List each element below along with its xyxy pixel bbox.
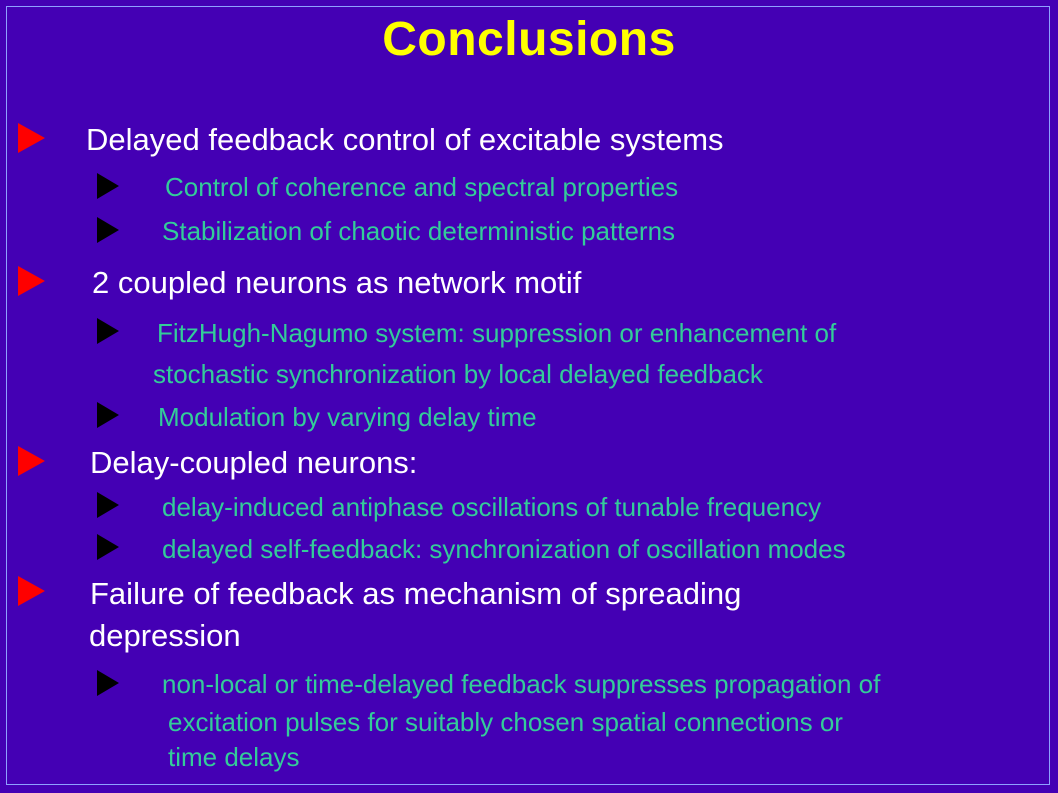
- section-2-item-2: Modulation by varying delay time: [158, 402, 537, 432]
- section-2-heading: 2 coupled neurons as network motif: [92, 265, 582, 300]
- section-1-heading: Delayed feedback control of excitable sy…: [86, 122, 724, 157]
- sub-bullet-arrow-icon: [97, 318, 119, 344]
- bullet-arrow-icon: [18, 266, 45, 296]
- section-4-heading-line-2: depression: [89, 618, 241, 653]
- section-4-item-1-line-3: time delays: [168, 742, 300, 772]
- slide-title: Conclusions: [382, 13, 676, 66]
- section-3-item-2: delayed self-feedback: synchronization o…: [162, 534, 846, 564]
- sub-bullet-arrow-icon: [97, 173, 119, 199]
- section-4-item-1-line-1: non-local or time-delayed feedback suppr…: [162, 669, 881, 699]
- sub-bullet-arrow-icon: [97, 670, 119, 696]
- sub-bullet-arrow-icon: [97, 402, 119, 428]
- sub-bullet-arrow-icon: [97, 217, 119, 243]
- section-2-item-1-line-1: FitzHugh-Nagumo system: suppression or e…: [157, 318, 837, 348]
- bullet-arrow-icon: [18, 576, 45, 606]
- section-4-heading-line-1: Failure of feedback as mechanism of spre…: [90, 576, 742, 611]
- sub-bullet-arrow-icon: [97, 534, 119, 560]
- section-3-item-1: delay-induced antiphase oscillations of …: [162, 492, 822, 522]
- bullet-arrow-icon: [18, 446, 45, 476]
- section-4-item-1-line-2: excitation pulses for suitably chosen sp…: [168, 707, 843, 737]
- section-2-item-1-line-2: stochastic synchronization by local dela…: [153, 359, 763, 389]
- slide-frame: [6, 6, 1050, 785]
- sub-bullet-arrow-icon: [97, 492, 119, 518]
- bullet-arrow-icon: [18, 123, 45, 153]
- section-1-item-2: Stabilization of chaotic deterministic p…: [162, 216, 676, 246]
- section-3-heading: Delay-coupled neurons:: [90, 445, 418, 480]
- section-1-item-1: Control of coherence and spectral proper…: [165, 172, 679, 202]
